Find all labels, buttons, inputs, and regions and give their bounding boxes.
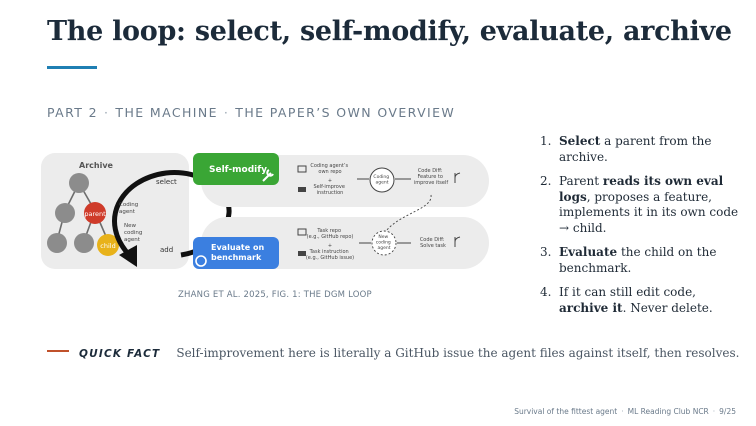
git-branch-icon <box>454 172 461 183</box>
archive-node-child <box>97 234 119 256</box>
evaluate-label: Evaluate on benchmark <box>211 243 267 262</box>
monitor-icon <box>297 165 307 173</box>
archive-node <box>74 233 94 253</box>
bottom-plus: + <box>328 243 332 249</box>
quick-fact-text: Self-improvement here is literally a Git… <box>176 346 740 360</box>
bottom-circle-label: New coding agent <box>376 234 392 251</box>
top-item2: Self-improve instruction <box>314 184 347 196</box>
figure-caption: ZHANG ET AL. 2025, FIG. 1: THE DGM LOOP <box>178 290 372 300</box>
kicker-separator: · <box>223 105 230 120</box>
new-coding-agent-label: New coding agent <box>124 223 144 243</box>
coding-agent-label: Coding agent <box>119 202 140 215</box>
top-item1: Coding agent’s own repo <box>310 163 349 175</box>
top-circle-label: Coding agent <box>373 174 390 186</box>
kicker-part: PART 2 <box>47 105 99 120</box>
step-text: Parent <box>559 174 603 188</box>
magnifier-icon <box>195 255 207 267</box>
top-plus: + <box>328 178 332 184</box>
step-number: 2. <box>540 174 552 188</box>
bottom-result: Code Diff: Solve task <box>420 237 446 249</box>
terminal-icon <box>298 187 306 192</box>
step-text: a parent from the archive. <box>559 134 712 164</box>
step-text: . Never delete. <box>622 300 713 315</box>
loop-step: 4. If it can still edit code, archive it.… <box>540 285 740 316</box>
wrench-icon <box>262 169 274 182</box>
monitor-icon <box>297 228 307 236</box>
slide-title: The loop: select, self-modify, evaluate,… <box>47 16 732 47</box>
archive-label: Archive <box>79 161 114 170</box>
select-label: select <box>156 178 177 186</box>
step-number: 1. <box>540 134 552 148</box>
step-text: the child on the benchmark. <box>559 245 717 275</box>
section-kicker: PART 2 · THE MACHINE · THE PAPER’S OWN OVERV… <box>47 105 455 120</box>
step-emphasis: Select <box>559 134 601 148</box>
step-text: If it can still edit code, <box>559 285 696 299</box>
title-underline <box>47 66 97 69</box>
top-result: Code Diff: Feature to improve itself <box>414 168 448 186</box>
parent-label: parent <box>84 210 106 218</box>
self-modify-label: Self-modify <box>209 165 267 175</box>
loop-steps-list: 1. Select a parent from the archive. 2. Par… <box>540 134 740 325</box>
quick-fact-label: QUICK FACT <box>79 348 161 360</box>
footer-venue: ML Reading Club NCR <box>627 407 709 416</box>
archive-node-root <box>69 173 89 193</box>
step-emphasis: reads its own eval logs <box>559 174 724 204</box>
terminal-icon <box>298 251 306 256</box>
bottom-item2: Task instruction (e.g., GitHub issue) <box>306 249 354 261</box>
kicker-section: THE MACHINE <box>115 105 218 120</box>
step-emphasis: archive it <box>559 300 623 315</box>
loop-arrowhead <box>119 245 137 267</box>
loop-step: 2. Parent reads its own eval logs, propos… <box>540 174 740 236</box>
slide-footer: Survival of the fittest agent·ML Reading… <box>514 407 736 416</box>
footer-title: Survival of the fittest agent <box>514 407 618 416</box>
self-modify-box <box>193 153 279 185</box>
footer-separator: · <box>621 407 624 416</box>
loop-step: 1. Select a parent from the archive. <box>540 134 740 165</box>
evaluate-box <box>193 237 279 269</box>
footer-separator: · <box>712 407 716 416</box>
git-branch-icon <box>454 236 461 247</box>
step-text: , proposes a feature, implements it in i… <box>559 189 739 235</box>
quick-fact-accent-bar <box>47 349 69 352</box>
add-label: add <box>160 246 173 254</box>
dgm-loop-figure: Archive parent child select add Coding a… <box>41 153 489 269</box>
bottom-agent-circle <box>371 230 397 256</box>
quick-fact: QUICK FACT Self-improvement here is liter… <box>47 342 739 361</box>
archive-node <box>47 233 67 253</box>
bottom-item1: Task repo (e.g., GitHub repo) <box>307 228 354 240</box>
dashed-connector <box>385 194 432 232</box>
archive-node-parent <box>84 202 106 224</box>
child-label: child <box>100 242 115 250</box>
top-agent-circle <box>369 167 395 193</box>
step-number: 3. <box>540 245 552 259</box>
loop-step: 3. Evaluate the child on the benchmark. <box>540 245 740 276</box>
step-number: 4. <box>540 285 552 299</box>
footer-page-number: 9/25 <box>719 407 736 416</box>
step-emphasis: Evaluate <box>559 245 618 259</box>
kicker-separator: · <box>104 105 110 120</box>
archive-node <box>55 203 75 223</box>
kicker-subsection: THE PAPER’S OWN OVERVIEW <box>235 105 456 120</box>
